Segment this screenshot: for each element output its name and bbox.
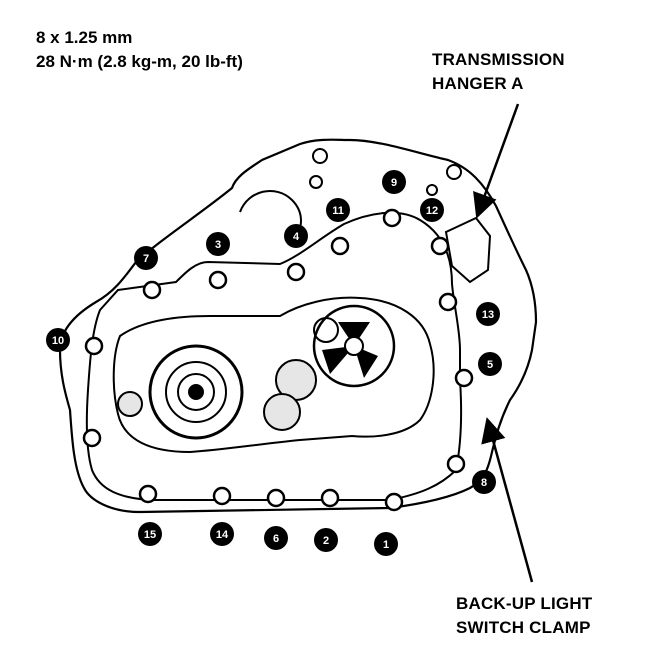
- hanger-label-line1: TRANSMISSION: [432, 50, 565, 69]
- hole-4: [426, 184, 438, 196]
- bolt-marker: [478, 352, 502, 376]
- bolt-number: 13: [482, 309, 494, 321]
- flange-bolt: [330, 236, 350, 256]
- bolt-marker: [420, 198, 444, 222]
- bolt-number: 10: [52, 335, 64, 347]
- torque-spec: 8 x 1.25 mm 28 N·m (2.8 kg-m, 20 lb-ft): [36, 26, 243, 74]
- bolt-size: 8 x 1.25 mm: [36, 28, 133, 47]
- flange-bolt: [382, 208, 402, 228]
- bolt-marker: [134, 246, 158, 270]
- rotor-hub: [344, 336, 364, 356]
- flange-bolt: [212, 486, 232, 506]
- backup-light-clamp-callout: BACK-UP LIGHT SWITCH CLAMP: [456, 592, 592, 640]
- torque-value: 28 N·m (2.8 kg-m, 20 lb-ft): [36, 52, 243, 71]
- bolt-number: 5: [487, 359, 493, 371]
- hanger-leader-arrow: [473, 103, 520, 219]
- clamp-label-line2: SWITCH CLAMP: [456, 618, 591, 637]
- bolt-number: 12: [426, 205, 438, 217]
- flange-bolt: [430, 236, 450, 256]
- shaft-center: [188, 384, 204, 400]
- plug-2: [263, 393, 301, 431]
- bolt-number: 14: [216, 529, 229, 541]
- rotor-housing: [312, 304, 396, 388]
- bolt-marker: [210, 522, 234, 546]
- main-gear: [148, 344, 244, 440]
- bolt-number: 7: [143, 253, 149, 265]
- bolt-marker: [264, 526, 288, 550]
- bolt-marker: [314, 528, 338, 552]
- transmission-hanger-callout: TRANSMISSION HANGER A: [432, 48, 565, 96]
- flange-bolt: [142, 280, 162, 300]
- bolt-marker: [46, 328, 70, 352]
- bolt-number: 4: [293, 231, 300, 243]
- bolt-number: 11: [332, 205, 344, 217]
- flange-bolt: [384, 492, 404, 512]
- hole-1: [312, 148, 328, 164]
- flange-bolt: [454, 368, 474, 388]
- bolt-number: 3: [215, 239, 221, 251]
- shaft-hub: [177, 373, 215, 411]
- flange-bolt: [438, 292, 458, 312]
- case-outline: [58, 138, 538, 514]
- bolt-marker: [284, 224, 308, 248]
- clamp-leader-arrow: [481, 417, 534, 583]
- flange-bolts: [82, 208, 474, 512]
- flange-bolt: [138, 484, 158, 504]
- bolt-sequence-markers: 1 2 3 4 5 6 7 8 9 10 11 12 13 14 15: [46, 170, 502, 556]
- flange-bolt: [208, 270, 228, 290]
- hanger-bracket: [444, 216, 492, 284]
- gear-inner-ring: [165, 361, 227, 423]
- bolt-number: 15: [144, 529, 156, 541]
- bolt-marker: [138, 522, 162, 546]
- clamp-label-line1: BACK-UP LIGHT: [456, 594, 593, 613]
- bolt-marker: [382, 170, 406, 194]
- bolt-number: 9: [391, 177, 397, 189]
- bolt-marker: [476, 302, 500, 326]
- bolt-marker: [326, 198, 350, 222]
- inner-housing: [112, 296, 435, 454]
- boss-1: [313, 317, 339, 343]
- bolt-number: 6: [273, 533, 279, 545]
- hole-2: [309, 175, 323, 189]
- flange-bolt: [82, 428, 102, 448]
- hole-3: [446, 164, 462, 180]
- flange-bolt: [84, 336, 104, 356]
- plug-3: [117, 391, 143, 417]
- flange-bolt: [446, 454, 466, 474]
- hanger-label-line2: HANGER A: [432, 74, 524, 93]
- bolt-number: 1: [383, 539, 389, 551]
- bolt-number: 8: [481, 477, 487, 489]
- flange-bolt: [266, 488, 286, 508]
- flange-bolt: [286, 262, 306, 282]
- bolt-number: 2: [323, 535, 329, 547]
- bolt-marker: [206, 232, 230, 256]
- flange-bolt: [320, 488, 340, 508]
- bolt-marker: [374, 532, 398, 556]
- bolt-marker: [472, 470, 496, 494]
